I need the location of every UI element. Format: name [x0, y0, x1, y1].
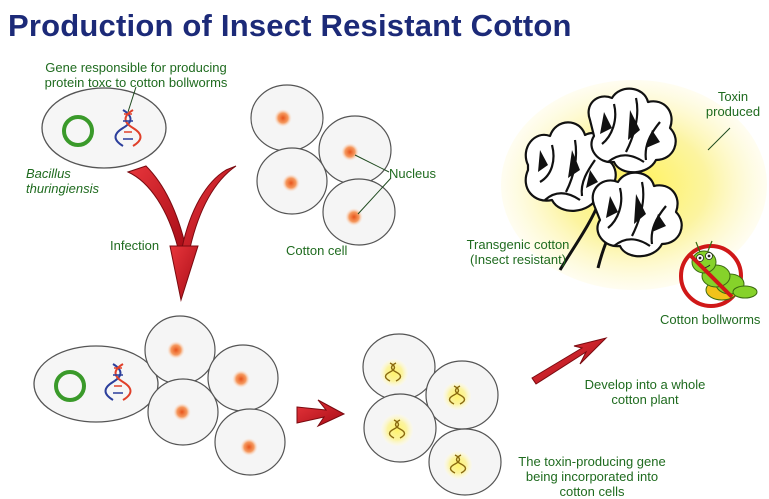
gene-label-line2: protein toxc to cotton bollworms [20, 75, 252, 90]
incorporated-label-line2: being incorporated into [506, 469, 678, 484]
incorporated-label: The toxin-producing gene being incorpora… [506, 454, 678, 499]
bacillus-label: Bacillus thuringiensis [26, 166, 99, 196]
cotton-cell-label: Cotton cell [286, 243, 347, 258]
bacillus-label-line1: Bacillus [26, 166, 99, 181]
infection-label: Infection [110, 238, 159, 253]
nucleus-label: Nucleus [389, 166, 436, 181]
bottom-left-cotton-cells [145, 316, 285, 475]
incorporated-label-line1: The toxin-producing gene [506, 454, 678, 469]
infection-arrow [128, 166, 236, 300]
bacterium-cell-bottom [34, 346, 158, 422]
transgenic-label-line2: (Insect resistant) [452, 252, 584, 267]
top-cotton-cells [251, 85, 395, 245]
gene-label: Gene responsible for producing protein t… [20, 60, 252, 90]
develop-label: Develop into a whole cotton plant [572, 377, 718, 407]
develop-label-line1: Develop into a whole [572, 377, 718, 392]
transformed-cotton-cells [363, 334, 501, 495]
bacillus-label-line2: thuringiensis [26, 181, 99, 196]
bollworms-label: Cotton bollworms [660, 312, 760, 327]
toxin-label: Toxin produced [700, 89, 766, 119]
incorporated-label-line3: cotton cells [506, 484, 678, 499]
transgenic-label: Transgenic cotton (Insect resistant) [452, 237, 584, 267]
transgenic-label-line1: Transgenic cotton [452, 237, 584, 252]
gene-label-line1: Gene responsible for producing [20, 60, 252, 75]
bollworm-no-sign [681, 241, 757, 306]
toxin-label-line2: produced [700, 104, 766, 119]
develop-label-line2: cotton plant [572, 392, 718, 407]
bacterium-cell-top [42, 88, 166, 168]
transfer-arrow [297, 400, 344, 426]
toxin-label-line1: Toxin [700, 89, 766, 104]
